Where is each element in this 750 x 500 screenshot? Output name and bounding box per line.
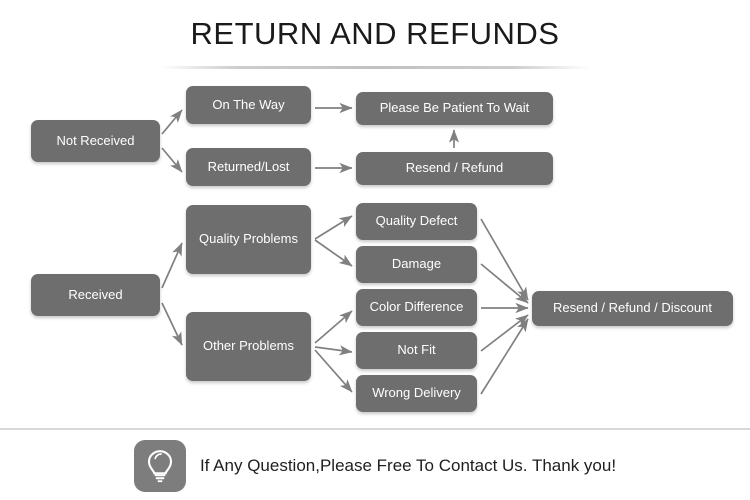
flow-edge-other-problems-to-color-difference bbox=[314, 310, 353, 344]
flow-edge-wrong-delivery-to-final bbox=[480, 318, 529, 395]
flow-edge-other-problems-to-wrong-delivery bbox=[314, 349, 353, 393]
flow-node-on-the-way: On The Way bbox=[186, 86, 311, 124]
flow-edge-not-received-to-returned-lost bbox=[161, 147, 183, 173]
flow-edge-quality-defect-to-final bbox=[480, 218, 529, 301]
flow-node-wrong-delivery: Wrong Delivery bbox=[356, 375, 477, 412]
flow-node-not-fit: Not Fit bbox=[356, 332, 477, 369]
flow-node-returned-lost: Returned/Lost bbox=[186, 148, 311, 186]
flow-edge-damage-to-final bbox=[480, 263, 529, 304]
flow-node-resend-refund: Resend / Refund bbox=[356, 152, 553, 185]
footer-divider bbox=[0, 428, 750, 430]
flow-node-quality-defect: Quality Defect bbox=[356, 203, 477, 240]
flow-edge-quality-problems-to-quality-defect bbox=[314, 215, 353, 240]
flow-node-other-problems: Other Problems bbox=[186, 312, 311, 381]
flow-edge-received-to-other-problems bbox=[161, 302, 183, 346]
lightbulb-icon bbox=[133, 440, 186, 492]
flow-node-color-difference: Color Difference bbox=[356, 289, 477, 326]
flow-node-damage: Damage bbox=[356, 246, 477, 283]
footer-contact-text: If Any Question,Please Free To Contact U… bbox=[199, 456, 617, 475]
flow-node-not-received: Not Received bbox=[31, 120, 160, 162]
flow-edge-other-problems-to-not-fit bbox=[314, 345, 353, 356]
title-divider bbox=[160, 66, 590, 69]
flow-node-quality-problems: Quality Problems bbox=[186, 205, 311, 274]
flow-edge-quality-problems-to-damage bbox=[314, 239, 353, 267]
flow-edge-not-fit-to-final bbox=[480, 314, 529, 352]
flow-node-please-be-patient: Please Be Patient To Wait bbox=[356, 92, 553, 125]
flow-edge-received-to-quality-problems bbox=[161, 242, 183, 289]
flow-node-received: Received bbox=[31, 274, 160, 316]
flow-node-resend-refund-discount: Resend / Refund / Discount bbox=[532, 291, 733, 326]
page-title: RETURN AND REFUNDS bbox=[190, 16, 560, 51]
footer-contact-bar: If Any Question,Please Free To Contact U… bbox=[0, 436, 750, 496]
flow-edge-not-received-to-on-the-way bbox=[161, 109, 183, 135]
